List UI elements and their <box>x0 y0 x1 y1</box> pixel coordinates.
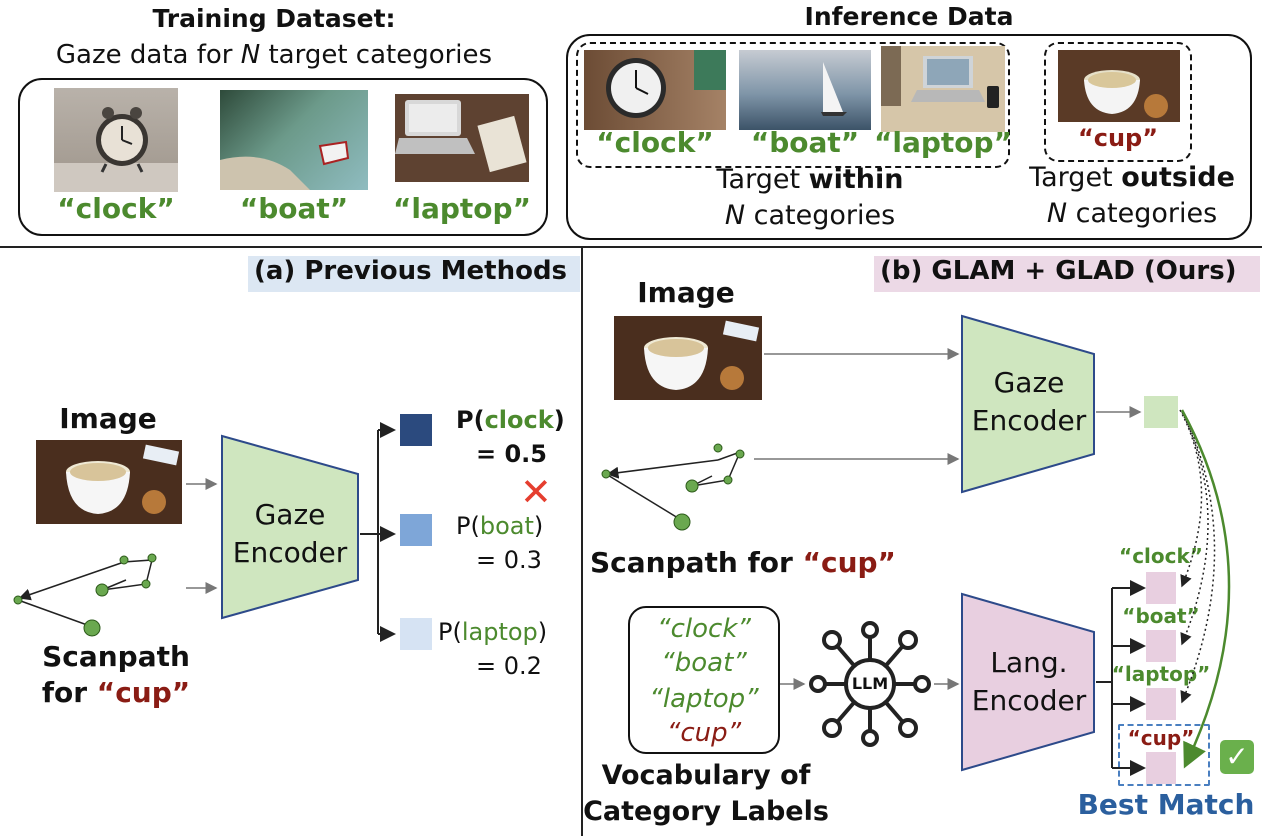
b-image-label: Image <box>637 276 735 309</box>
emb-label-laptop: “laptop” <box>1111 662 1211 686</box>
outside-caption-line2: N categories <box>1046 198 1218 229</box>
emb-label-cup: “cup” <box>1127 726 1195 750</box>
a-gaze-encoder-shape <box>221 434 359 620</box>
header-previous-methods: (a) Previous Methods <box>248 256 580 292</box>
emb-label-clock: “clock” <box>1119 544 1203 568</box>
inference-title: Inference Data <box>804 2 1014 31</box>
training-clock-image <box>54 88 178 192</box>
inference-label-boat: “boat” <box>750 126 860 159</box>
header-ours: (b) GLAM + GLAD (Ours) <box>874 256 1260 292</box>
inference-label-clock: “clock” <box>596 126 714 159</box>
b-scanpath-label: Scanpath for “cup” <box>590 546 896 579</box>
wrong-mark-icon: ✕ <box>520 470 552 514</box>
inference-cup-svg <box>1084 70 1168 118</box>
b-lang-encoder-shape <box>961 592 1095 772</box>
a-output-swatch-clock <box>400 414 432 446</box>
vocab-caption-line2: Category Labels <box>583 796 829 827</box>
a-output-clock-label: P(clock) <box>456 406 565 434</box>
b-gaze-encoder-shape <box>961 314 1095 494</box>
a-output-swatch-boat <box>400 514 432 546</box>
inference-boat-svg <box>821 62 847 116</box>
lang-embedding-boat <box>1146 630 1176 662</box>
a-output-laptop-value: = 0.2 <box>476 652 542 680</box>
llm-icon <box>809 621 931 747</box>
boat-photo-svg <box>220 140 350 190</box>
a-gaze-encoder-line2: Encoder <box>232 536 348 569</box>
b-gaze-encoder-line1: Gaze <box>993 366 1065 399</box>
lang-embedding-clock <box>1146 572 1176 604</box>
vocab-box <box>628 606 780 754</box>
a-output-clock-value: = 0.5 <box>476 440 547 468</box>
a-scanpath-line2: for “cup” <box>41 676 191 709</box>
a-output-boat-label: P(boat) <box>456 512 544 540</box>
inference-cup-image <box>1058 50 1180 122</box>
b-cup-image <box>614 316 762 400</box>
b-lang-encoder-line2: Encoder <box>971 684 1087 717</box>
training-box <box>18 78 548 236</box>
laptop-photo-svg <box>395 100 527 173</box>
training-laptop-image <box>395 94 529 182</box>
b-lang-encoder-line1: Lang. <box>990 646 1068 679</box>
inference-laptop-image <box>881 46 1005 132</box>
training-boat-image <box>220 90 368 190</box>
training-label-boat: “boat” <box>239 192 349 225</box>
check-mark-icon: ✓ <box>1220 740 1254 774</box>
inference-clock-svg <box>606 50 726 118</box>
gaze-embedding <box>1144 396 1178 428</box>
vocab-cup: “cup” <box>666 718 742 748</box>
a-output-laptop-label: P(laptop) <box>438 618 548 646</box>
outside-group <box>1044 42 1192 162</box>
vertical-divider <box>581 246 583 836</box>
inference-laptop-svg <box>881 46 999 108</box>
a-gaze-encoder-line1: Gaze <box>254 498 326 531</box>
training-label-clock: “clock” <box>57 192 175 225</box>
b-arrows-layer <box>601 348 1231 776</box>
b-gaze-encoder-line2: Encoder <box>971 404 1087 437</box>
inference-label-laptop: “laptop” <box>873 126 1012 159</box>
vocab-laptop: “laptop” <box>649 684 759 714</box>
within-group <box>576 42 1010 168</box>
inference-label-cup: “cup” <box>1077 124 1159 152</box>
a-scanpath-line1: Scanpath <box>42 640 190 673</box>
horizontal-divider <box>0 246 1262 248</box>
a-output-swatch-laptop <box>400 618 432 650</box>
a-output-boat-value: = 0.3 <box>476 546 542 574</box>
emb-label-boat: “boat” <box>1122 604 1200 628</box>
outside-caption-line1: Target outside <box>1029 162 1235 193</box>
a-cup-image <box>36 440 182 524</box>
b-cup-svg <box>644 320 760 390</box>
vocab-boat: “boat” <box>661 648 747 678</box>
within-caption-line2: N categories <box>724 200 896 231</box>
a-image-label: Image <box>59 402 157 435</box>
lang-embedding-cup <box>1146 752 1176 784</box>
llm-label: LLM <box>851 674 889 693</box>
best-match-box <box>1118 724 1210 786</box>
training-title: Training Dataset: <box>152 4 396 33</box>
vocab-caption-line1: Vocabulary of <box>601 760 811 791</box>
clock-photo-svg <box>54 107 178 192</box>
vocab-clock: “clock” <box>657 614 751 644</box>
a-arrows-layer <box>13 422 396 642</box>
training-subtitle: Gaze data for N target categories <box>55 40 493 70</box>
best-match-label: Best Match <box>1077 788 1255 821</box>
inference-clock-image <box>584 50 726 130</box>
training-label-laptop: “laptop” <box>392 192 531 225</box>
within-caption-line1: Target within <box>716 164 904 195</box>
a-cup-svg <box>66 444 180 514</box>
inference-box <box>566 34 1252 240</box>
lang-embedding-laptop <box>1146 688 1176 720</box>
inference-boat-image <box>739 50 871 130</box>
